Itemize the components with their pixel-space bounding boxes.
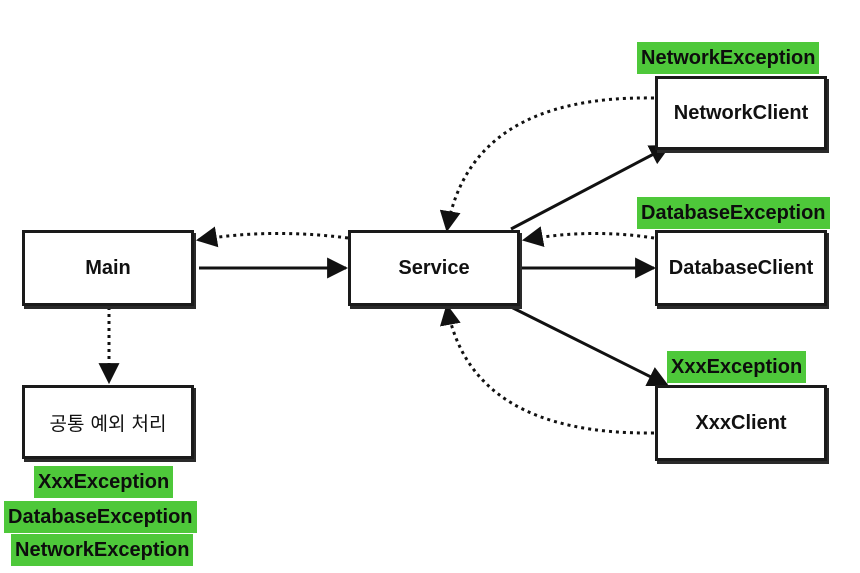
arrow-service-to-xxx-client — [510, 305, 669, 387]
arrow-database-client-throws-to-service — [521, 226, 655, 247]
database-exception-tag: DatabaseException — [637, 197, 830, 229]
network-exception-tag: NetworkException — [637, 42, 820, 74]
arrow-service-to-network-client — [510, 144, 671, 231]
xxx-client-box: XxxClient — [655, 385, 827, 461]
network-client-label: NetworkClient — [673, 101, 809, 124]
arrow-service-throws-to-main — [195, 226, 349, 248]
main-box: Main — [22, 230, 194, 306]
main-label: Main — [85, 256, 131, 279]
arrow-network-client-throws-to-service — [439, 96, 655, 233]
service-box: Service — [348, 230, 520, 306]
database-client-label: DatabaseClient — [668, 256, 814, 279]
common-exception-handler-label: 공통 예외 처리 — [49, 412, 167, 435]
common-exception-handler-box: 공통 예외 처리 — [22, 385, 194, 459]
handled-exception-item: XxxException — [34, 466, 174, 498]
network-client-box: NetworkClient — [655, 76, 827, 150]
arrow-xxx-client-throws-to-service — [439, 303, 655, 435]
handled-exception-item: NetworkException — [11, 534, 194, 566]
xxx-client-label: XxxClient — [695, 411, 787, 434]
database-client-box: DatabaseClient — [655, 230, 827, 306]
service-label: Service — [398, 256, 470, 279]
xxx-exception-tag: XxxException — [667, 351, 807, 383]
handled-exception-item: DatabaseException — [4, 501, 197, 533]
